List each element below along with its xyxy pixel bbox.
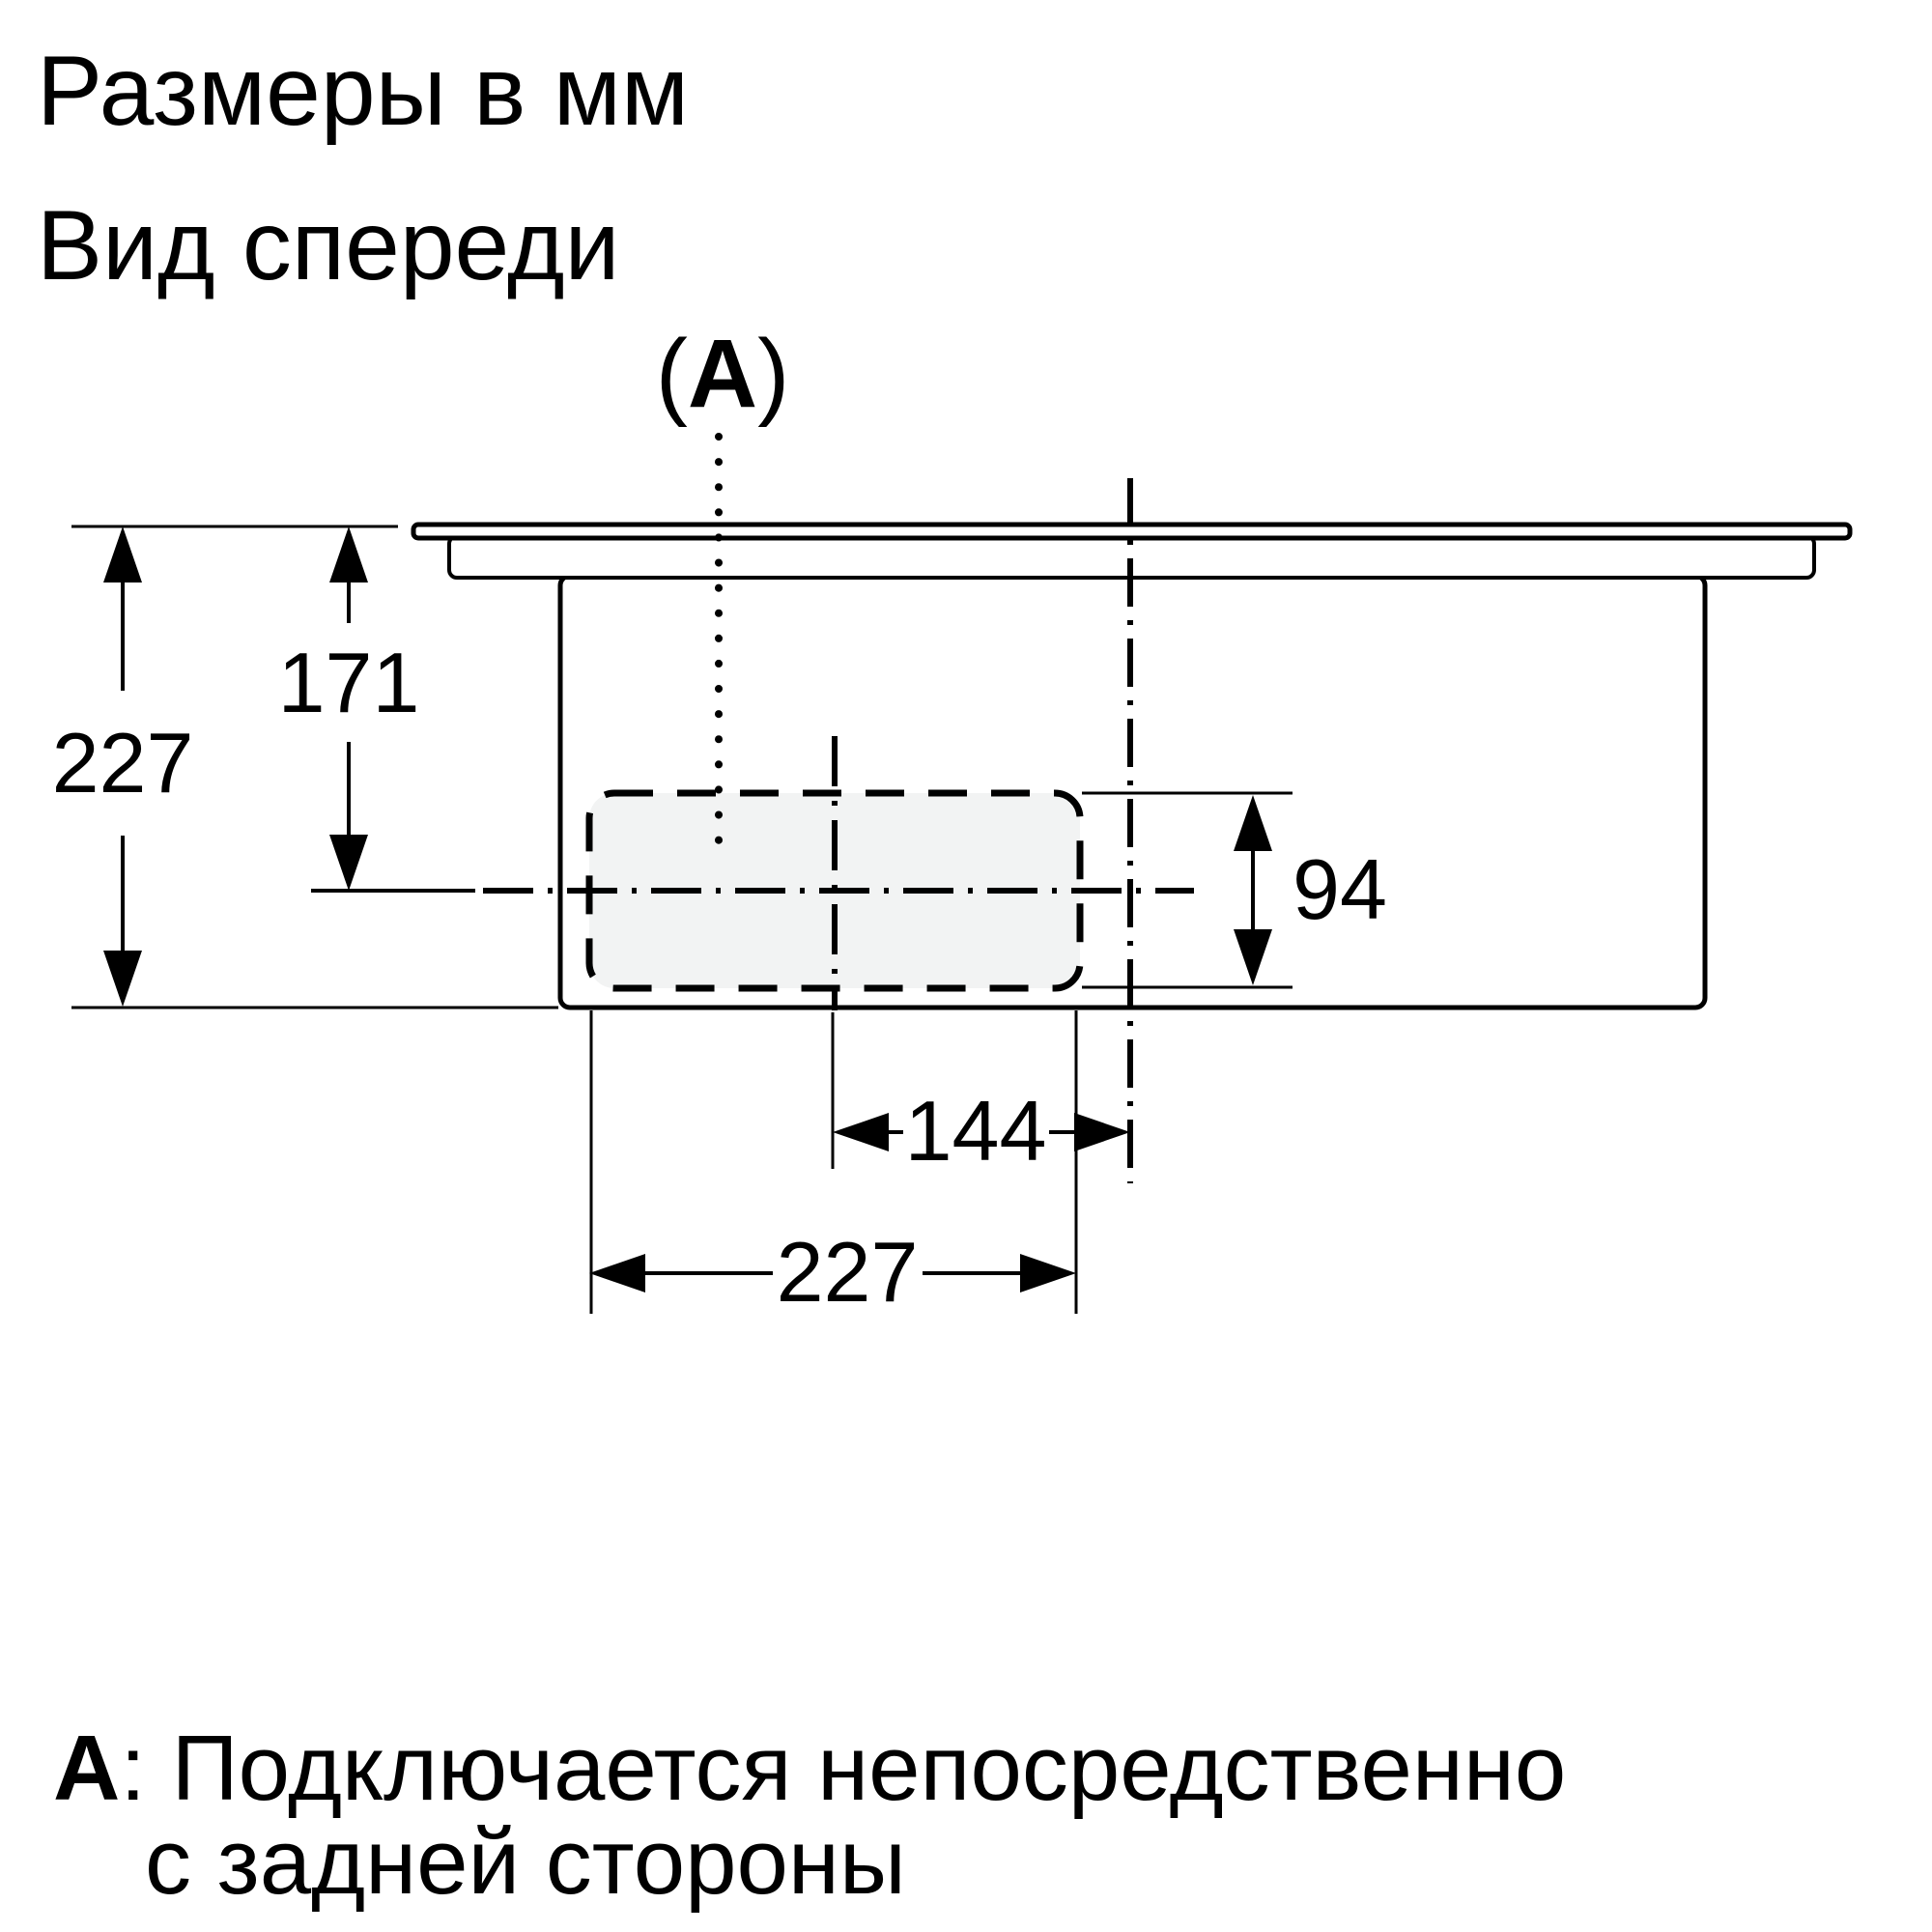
dim-total-height-value: 227: [52, 715, 194, 810]
callout-a-letter: A: [687, 320, 758, 428]
callout-a-label: (A): [656, 321, 790, 427]
footnote-line-1: A: Подключается непосредственно: [53, 1721, 1566, 1815]
footnote: A: Подключается непосредственно с задней…: [53, 1721, 1566, 1909]
dim-center-to-axis-value: 144: [905, 1083, 1047, 1179]
callout-a-open-paren: (: [655, 320, 688, 428]
page-title: Размеры в мм Вид спереди: [37, 14, 689, 323]
dim-center-to-axis: 144: [833, 1083, 1130, 1179]
dim-duct-height-value: 94: [1293, 841, 1387, 937]
dim-total-height: 227: [52, 526, 194, 1007]
footnote-line-2: с задней стороны: [145, 1815, 1566, 1909]
dim-duct-width: 227: [589, 1224, 1076, 1320]
cooktop-plate-outline: [411, 522, 1853, 541]
dim-duct-width-value: 227: [777, 1224, 919, 1320]
dim-top-to-center-value: 171: [278, 635, 420, 730]
dim-duct-height: 94: [1234, 795, 1387, 985]
footnote-colon: :: [120, 1717, 146, 1820]
footnote-text-2: с задней стороны: [145, 1810, 906, 1914]
footnote-text-1: Подключается непосредственно: [171, 1717, 1567, 1820]
footnote-ref-letter: A: [53, 1717, 121, 1820]
dim-top-to-center: 171: [278, 526, 420, 891]
callout-a-close-paren: ): [757, 320, 790, 428]
title-units-line: Размеры в мм: [37, 36, 690, 146]
title-view-line: Вид спереди: [37, 190, 620, 300]
